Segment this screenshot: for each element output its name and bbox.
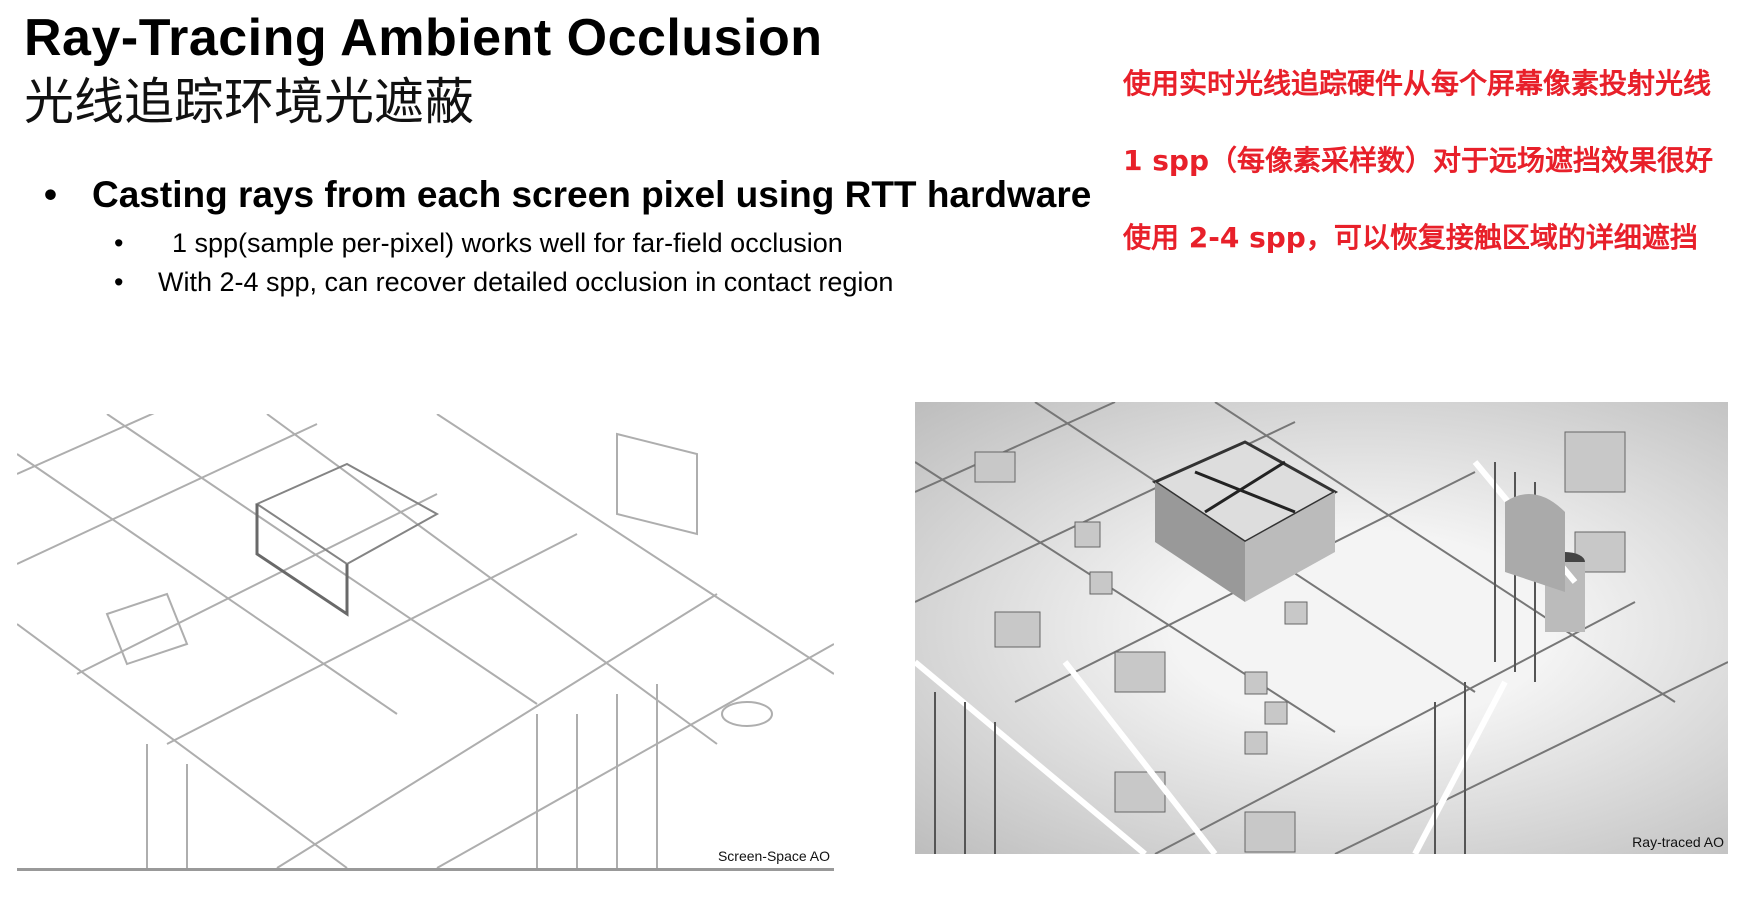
screen-space-ao-image: Screen-Space AO bbox=[17, 414, 834, 868]
image-caption: Ray-traced AO bbox=[1632, 834, 1724, 850]
rtao-render bbox=[915, 402, 1728, 854]
bullet-icon: • bbox=[114, 267, 124, 297]
bullet-icon: • bbox=[114, 228, 124, 258]
sub-bullet-text: With 2-4 spp, can recover detailed occlu… bbox=[158, 267, 894, 297]
main-bullet-text: Casting rays from each screen pixel usin… bbox=[92, 174, 1092, 215]
annotation-2: 1 spp（每像素采样数）对于远场遮挡效果很好 bbox=[1123, 144, 1713, 177]
bullet-icon: • bbox=[44, 174, 57, 215]
slide-title: Ray-Tracing Ambient Occlusion bbox=[24, 9, 823, 67]
ssao-render bbox=[17, 414, 834, 868]
slide-subtitle: 光线追踪环境光遮蔽 bbox=[24, 73, 474, 131]
ray-traced-ao-image: Ray-traced AO bbox=[915, 402, 1728, 854]
image-caption: Screen-Space AO bbox=[717, 848, 830, 864]
sub-bullet-text: 1 spp(sample per-pixel) works well for f… bbox=[172, 228, 843, 258]
annotation-1: 使用实时光线追踪硬件从每个屏幕像素投射光线 bbox=[1123, 67, 1712, 100]
divider bbox=[17, 868, 834, 871]
annotation-3: 使用 2-4 spp，可以恢复接触区域的详细遮挡 bbox=[1123, 221, 1698, 254]
